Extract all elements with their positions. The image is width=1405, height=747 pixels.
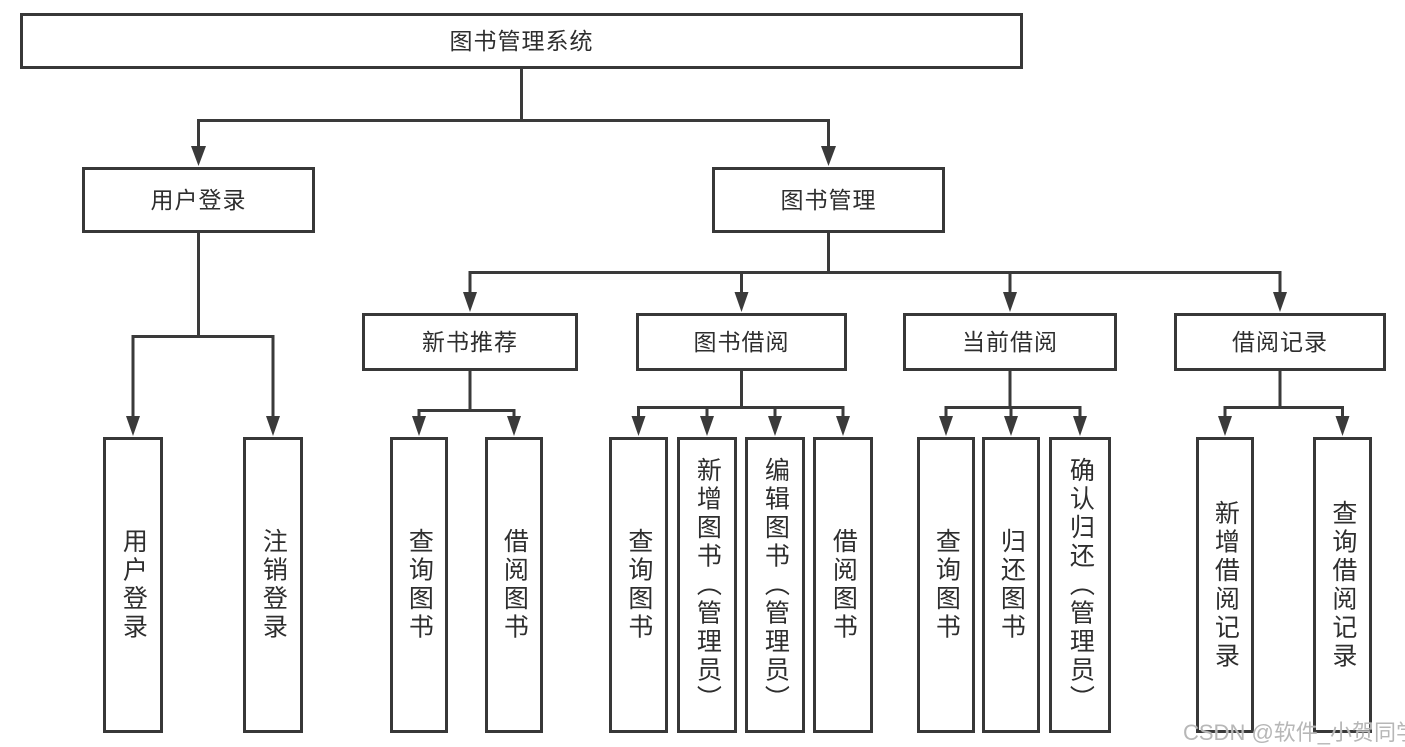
leaf-query-books: 查询图书: [390, 437, 448, 733]
node-book-management: 图书管理: [712, 167, 945, 233]
node-book-borrow: 图书借阅: [636, 313, 847, 371]
leaf-logout: 注销登录: [243, 437, 303, 733]
leaf-confirm-return-admin: 确认归还（管理员）: [1049, 437, 1111, 733]
leaf-add-book-admin: 新增图书（管理员）: [677, 437, 737, 733]
leaf-return-book: 归还图书: [982, 437, 1040, 733]
leaf-add-borrow-record: 新增借阅记录: [1196, 437, 1254, 733]
leaf-query-borrow-record: 查询借阅记录: [1313, 437, 1372, 733]
leaf-user-login: 用户登录: [103, 437, 163, 733]
node-current-borrow: 当前借阅: [903, 313, 1117, 371]
leaf-query-books: 查询图书: [917, 437, 975, 733]
node-library-management-system: 图书管理系统: [20, 13, 1023, 69]
leaf-query-books: 查询图书: [609, 437, 668, 733]
node-borrow-records: 借阅记录: [1174, 313, 1386, 371]
leaf-borrow-books: 借阅图书: [813, 437, 873, 733]
leaf-borrow-books: 借阅图书: [485, 437, 543, 733]
watermark: CSDN @软件_小贺同学: [1183, 720, 1405, 745]
leaf-edit-book-admin: 编辑图书（管理员）: [745, 437, 805, 733]
node-new-book-recommend: 新书推荐: [362, 313, 578, 371]
node-user-login: 用户登录: [82, 167, 315, 233]
